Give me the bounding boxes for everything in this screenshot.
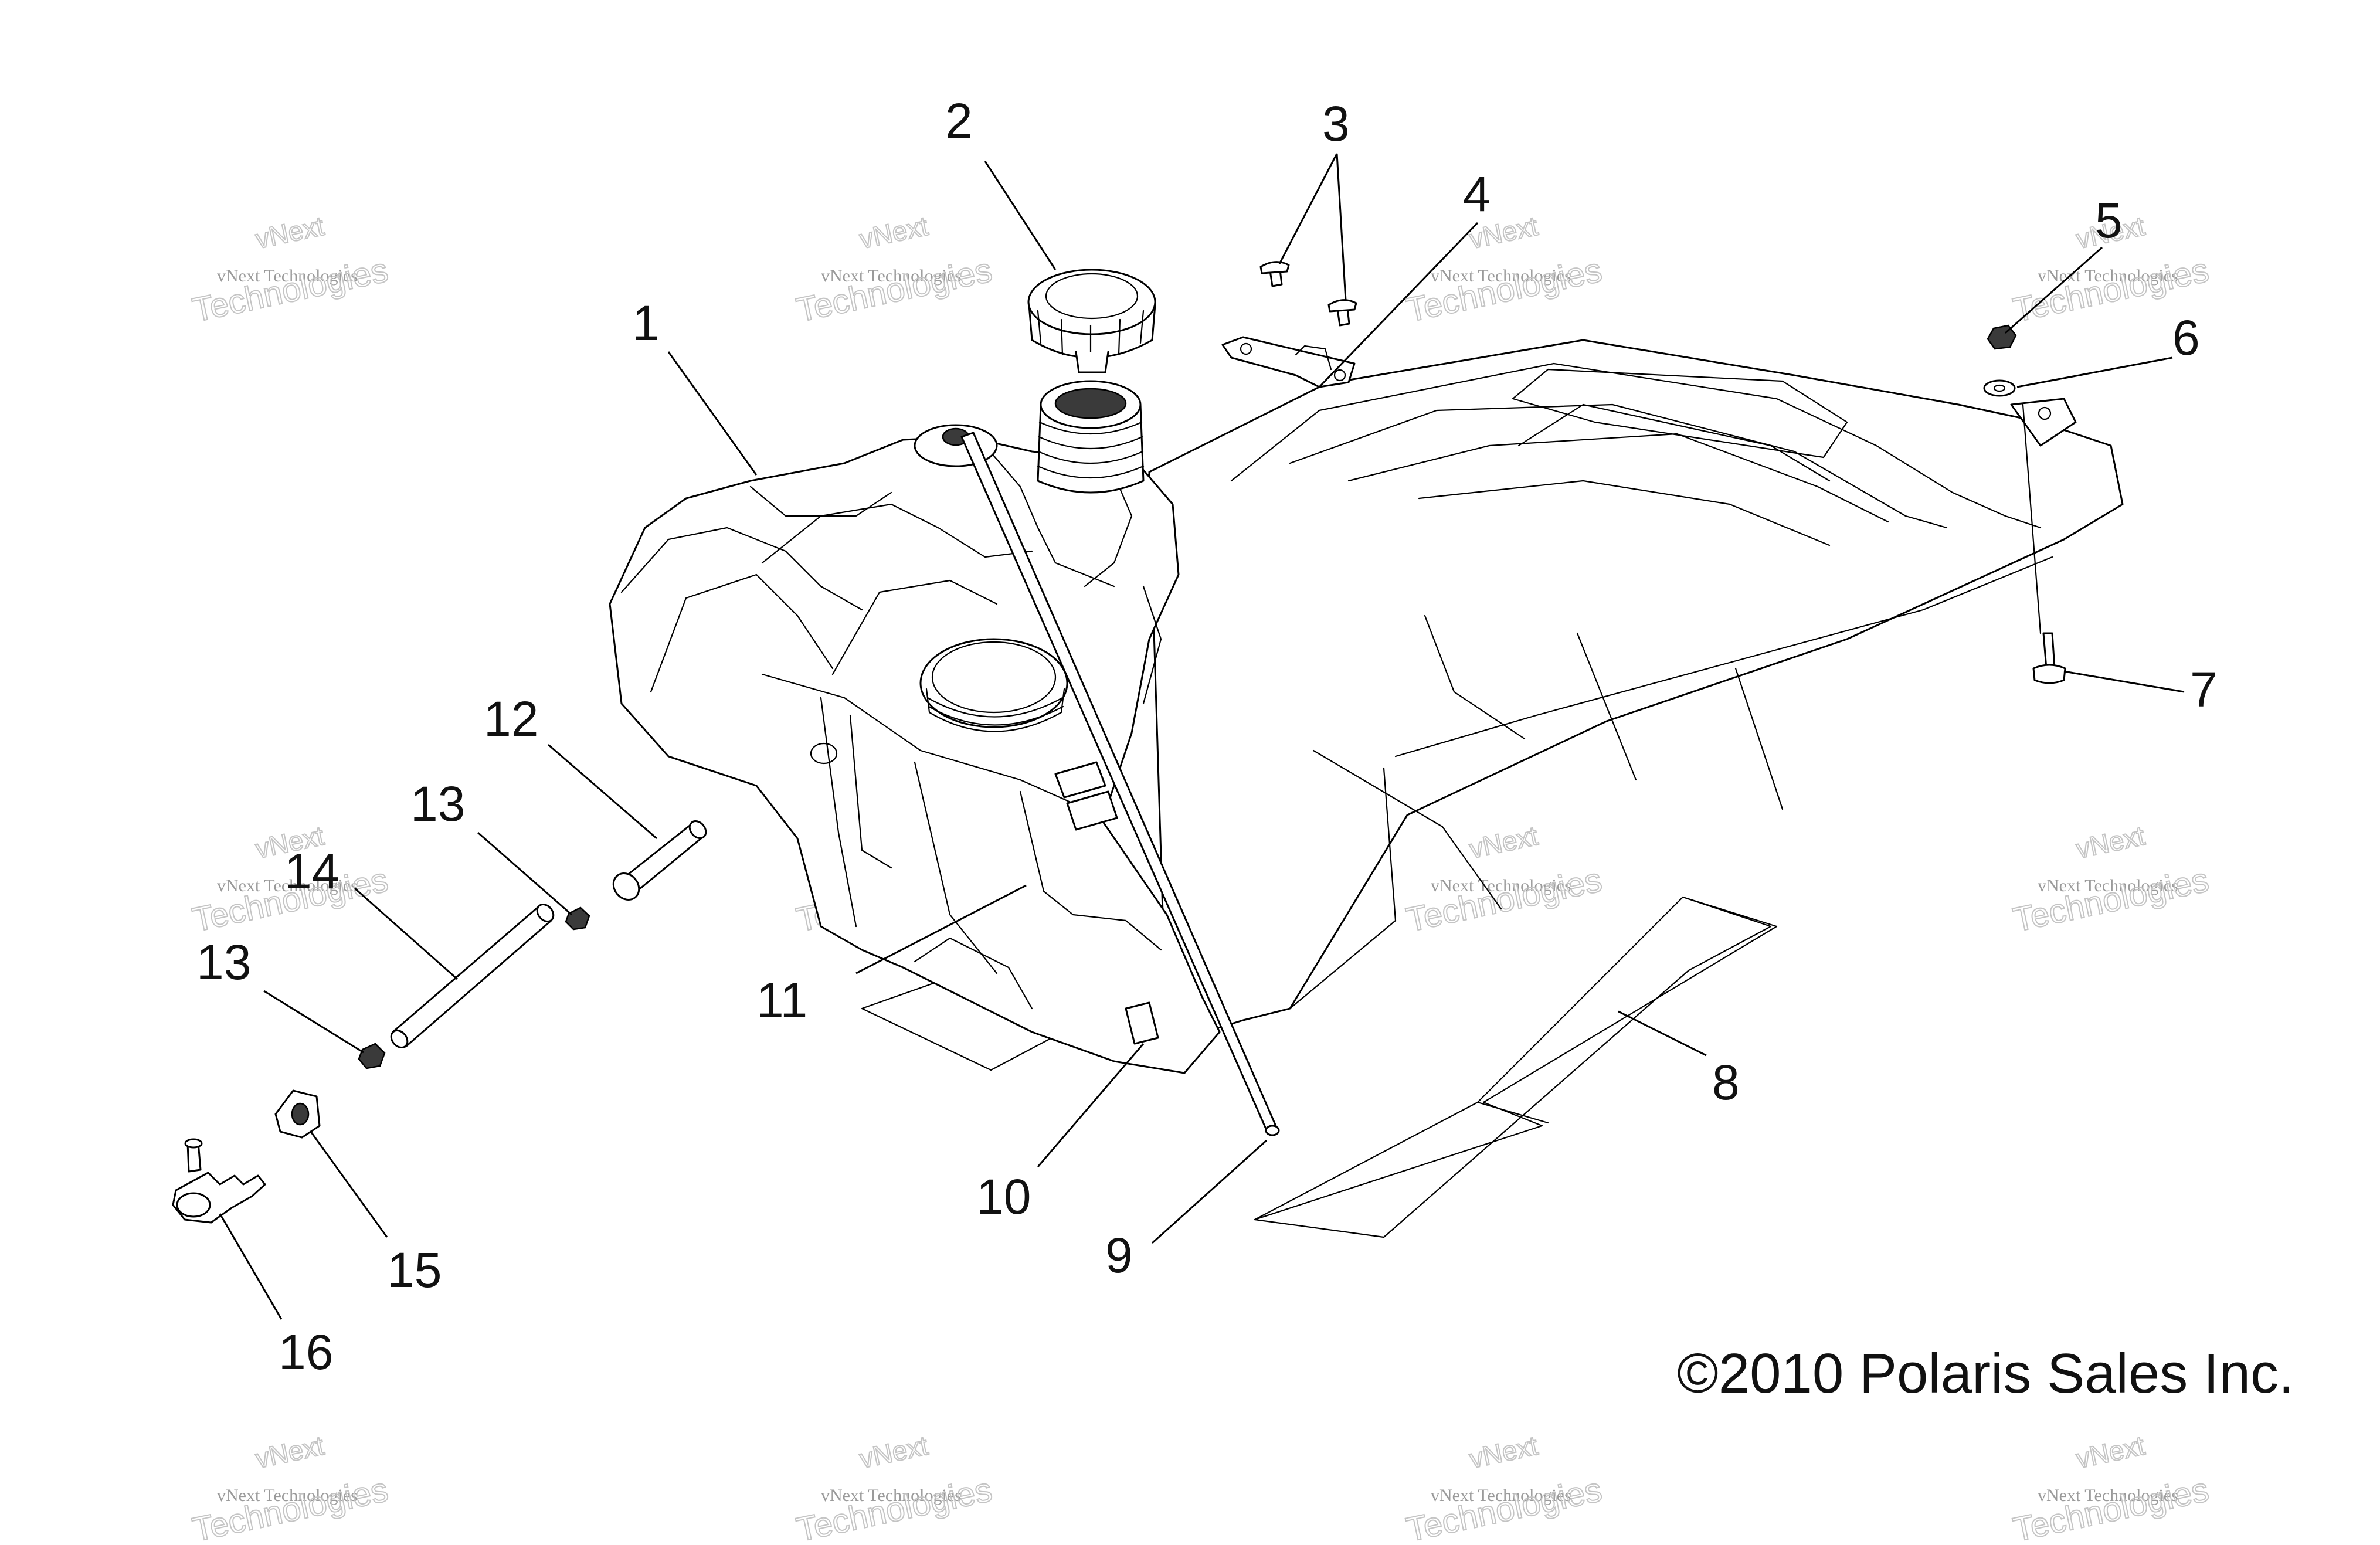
callout-7: 7 — [2190, 662, 2218, 717]
hose-clamp — [565, 906, 590, 931]
svg-text:vNext: vNext — [857, 210, 931, 254]
watermark-text: vNext Technologies — [2038, 266, 2178, 286]
washer — [1983, 379, 2016, 397]
callout-4: 4 — [1463, 167, 1491, 222]
watermark-text: vNext Technologies — [2038, 1486, 2178, 1505]
callout-labels: 1 2 3 4 5 6 7 8 9 10 11 12 13 14 13 15 1… — [196, 93, 2218, 1380]
screw — [1327, 299, 1357, 327]
copyright-notice: ©2010 Polaris Sales Inc. — [1677, 1342, 2294, 1405]
watermark-text: vNext Technologies — [217, 1486, 358, 1505]
svg-text:vNext: vNext — [857, 1430, 931, 1474]
shutoff-valve — [172, 1138, 266, 1224]
watermark-text: vNext Technologies — [1431, 1486, 1571, 1505]
svg-text:Technologies: Technologies — [189, 251, 392, 330]
svg-text:Technologies: Technologies — [1403, 1471, 1605, 1545]
callout-1: 1 — [632, 296, 660, 351]
callout-13: 13 — [410, 776, 465, 831]
watermark-text: vNext Technologies — [2038, 876, 2178, 895]
svg-text:Technologies: Technologies — [1403, 861, 1605, 939]
fuel-cap — [1027, 269, 1156, 373]
svg-text:Technologies: Technologies — [793, 251, 996, 330]
fuel-fitting — [612, 820, 707, 901]
svg-text:Technologies: Technologies — [189, 1471, 392, 1545]
filler-neck — [1037, 380, 1145, 494]
hose-clamp — [358, 1043, 386, 1069]
watermark-text: vNext Technologies — [1431, 876, 1571, 895]
callout-8: 8 — [1712, 1055, 1740, 1110]
watermark-text: vNext Technologies — [217, 266, 358, 286]
bolt — [2032, 632, 2066, 684]
callout-5: 5 — [2095, 193, 2123, 248]
svg-text:vNext: vNext — [253, 1430, 327, 1474]
watermark-text: vNext Technologies — [1431, 266, 1571, 286]
fuel-tank — [609, 339, 2124, 1074]
screw — [1259, 261, 1290, 287]
svg-text:Technologies: Technologies — [793, 1471, 996, 1545]
vent-hose — [960, 432, 1280, 1136]
watermark-text: vNext Technologies — [821, 1486, 962, 1505]
callout-6: 6 — [2172, 310, 2200, 365]
callout-10: 10 — [976, 1169, 1031, 1224]
callout-9: 9 — [1105, 1228, 1133, 1283]
svg-text:vNext: vNext — [1466, 820, 1540, 864]
callout-13: 13 — [196, 935, 251, 990]
nut — [1987, 324, 2017, 350]
svg-text:vNext: vNext — [1466, 1430, 1540, 1474]
callout-15: 15 — [387, 1242, 442, 1298]
watermark-text: vNext Technologies — [821, 266, 962, 286]
callout-11: 11 — [756, 973, 807, 1028]
svg-text:Technologies: Technologies — [2010, 861, 2212, 939]
svg-text:vNext: vNext — [253, 210, 327, 254]
callout-2: 2 — [945, 93, 973, 148]
callout-14: 14 — [284, 844, 339, 899]
svg-text:vNext: vNext — [2073, 820, 2147, 864]
grommet — [274, 1089, 321, 1139]
svg-text:Technologies: Technologies — [2010, 1471, 2212, 1545]
svg-text:vNext: vNext — [2073, 1430, 2147, 1474]
callout-3: 3 — [1322, 96, 1350, 151]
heat-shield-sheet — [1254, 896, 1778, 1238]
fuel-line-hose — [390, 904, 555, 1048]
mounting-bracket — [1221, 336, 1356, 388]
callout-12: 12 — [484, 691, 538, 746]
callout-16: 16 — [279, 1325, 333, 1380]
leader-lines — [219, 153, 2185, 1320]
svg-text:Technologies: Technologies — [1403, 251, 1605, 330]
assembly-axis-line — [2022, 403, 2042, 634]
watermark-text: vNext Technologies — [217, 876, 358, 895]
